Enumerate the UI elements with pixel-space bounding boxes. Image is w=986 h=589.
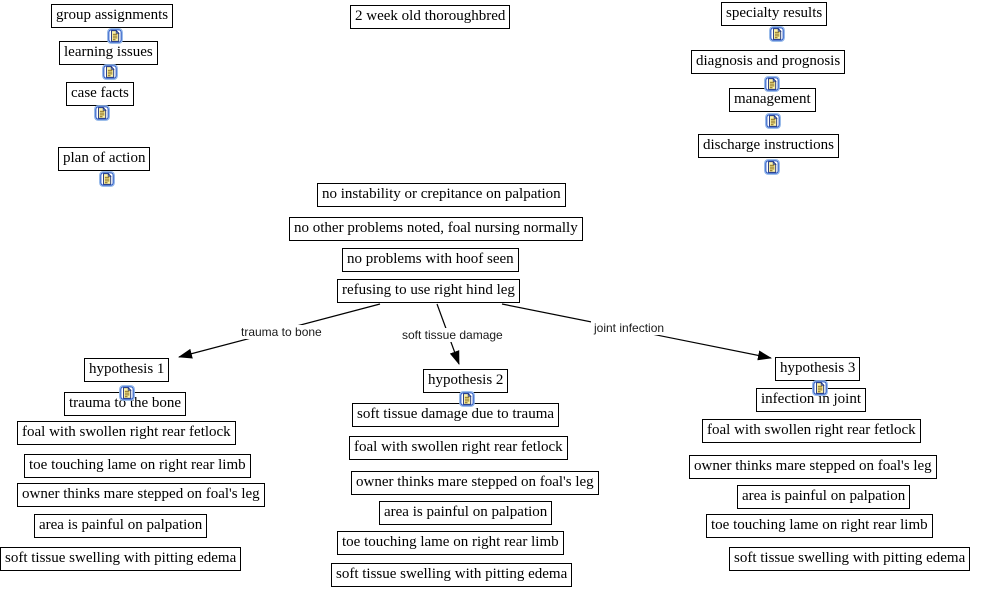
node-evidence[interactable]: owner thinks mare stepped on foal's leg: [351, 471, 599, 495]
node-group-assignments[interactable]: group assignments: [51, 4, 174, 28]
node-finding-no-other-problems[interactable]: no other problems noted, foal nursing no…: [289, 217, 583, 241]
node-evidence[interactable]: soft tissue swelling with pitting edema: [0, 547, 242, 571]
node-finding-no-hoof-problems[interactable]: no problems with hoof seen: [342, 248, 519, 272]
node-evidence[interactable]: toe touching lame on right rear limb: [24, 454, 251, 478]
node-evidence[interactable]: area is painful on palpation: [34, 514, 208, 538]
node-finding-refusing-leg[interactable]: refusing to use right hind leg: [337, 279, 520, 303]
node-plan-of-action[interactable]: plan of action: [58, 147, 151, 171]
node-evidence[interactable]: soft tissue swelling with pitting edema: [331, 563, 573, 587]
node-evidence[interactable]: area is painful on palpation: [379, 501, 553, 525]
node-hypothesis-1[interactable]: hypothesis 1: [84, 358, 170, 382]
link-label-joint-infection[interactable]: joint infection: [591, 321, 668, 335]
node-hypothesis-3[interactable]: hypothesis 3: [775, 357, 861, 381]
document-resource-icon[interactable]: [99, 171, 115, 187]
node-specialty-results[interactable]: specialty results: [721, 2, 828, 26]
node-hypothesis-2-statement[interactable]: soft tissue damage due to trauma: [352, 403, 560, 427]
node-evidence[interactable]: owner thinks mare stepped on foal's leg: [689, 455, 937, 479]
link-label-trauma-to-bone[interactable]: trauma to bone: [238, 325, 325, 339]
document-resource-icon[interactable]: [119, 385, 135, 401]
node-evidence[interactable]: foal with swollen right rear fetlock: [349, 436, 568, 460]
link-label-soft-tissue-damage[interactable]: soft tissue damage: [399, 328, 506, 342]
document-resource-icon[interactable]: [94, 105, 110, 121]
document-resource-icon[interactable]: [459, 391, 475, 407]
document-resource-icon[interactable]: [769, 26, 785, 42]
node-evidence[interactable]: foal with swollen right rear fetlock: [702, 419, 921, 443]
node-evidence[interactable]: area is painful on palpation: [737, 485, 911, 509]
document-resource-icon[interactable]: [107, 28, 123, 44]
node-finding-no-instability[interactable]: no instability or crepitance on palpatio…: [317, 183, 566, 207]
node-root-case[interactable]: 2 week old thoroughbred: [350, 5, 511, 29]
node-evidence[interactable]: toe touching lame on right rear limb: [337, 531, 564, 555]
node-hypothesis-3-statement[interactable]: infection in joint: [756, 388, 866, 412]
node-evidence[interactable]: foal with swollen right rear fetlock: [17, 421, 236, 445]
node-diagnosis-and-prognosis[interactable]: diagnosis and prognosis: [691, 50, 846, 74]
document-resource-icon[interactable]: [102, 64, 118, 80]
node-learning-issues[interactable]: learning issues: [59, 41, 158, 65]
document-resource-icon[interactable]: [764, 76, 780, 92]
node-evidence[interactable]: soft tissue swelling with pitting edema: [729, 547, 971, 571]
node-case-facts[interactable]: case facts: [66, 82, 134, 106]
node-discharge-instructions[interactable]: discharge instructions: [698, 134, 839, 158]
node-hypothesis-2[interactable]: hypothesis 2: [423, 369, 509, 393]
node-evidence[interactable]: toe touching lame on right rear limb: [706, 514, 933, 538]
document-resource-icon[interactable]: [765, 113, 781, 129]
document-resource-icon[interactable]: [812, 380, 828, 396]
document-resource-icon[interactable]: [764, 159, 780, 175]
node-evidence[interactable]: owner thinks mare stepped on foal's leg: [17, 483, 265, 507]
